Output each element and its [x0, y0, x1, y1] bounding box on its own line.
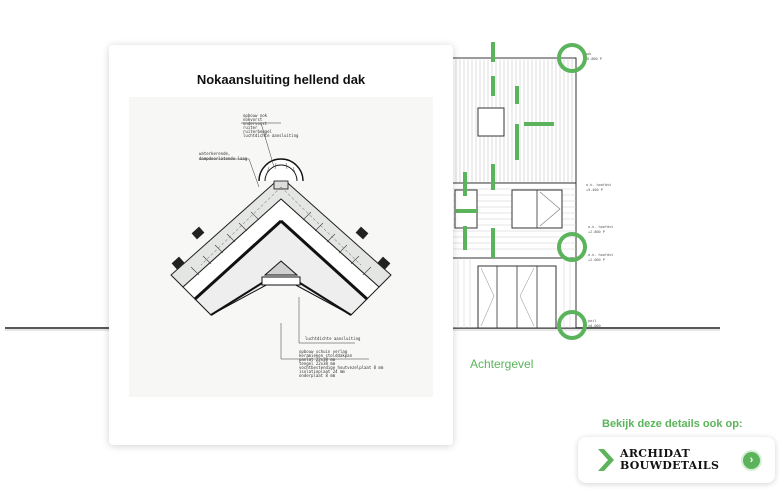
facade-caption: Achtergevel: [470, 357, 534, 371]
svg-text:o.k. hoofdst: o.k. hoofdst: [586, 183, 611, 187]
roof-ridge-detail-drawing: opbouw nok nokvorst ondervorst ruiter ru…: [129, 97, 433, 397]
label-ruiter: ruiter: [243, 125, 258, 130]
label-isolatieplaat: isolatieplaat 24 mm: [299, 369, 345, 374]
label-ruiterbeugel: ruiterbeugel: [243, 129, 272, 134]
label-keramieken: keramieken stolddakpan: [299, 353, 353, 358]
label-nokvorst: nokvorst: [243, 117, 263, 122]
svg-text:+8.800 P: +8.800 P: [585, 57, 602, 61]
archidat-logo-text: ARCHIDAT BOUWDETAILS: [620, 448, 719, 472]
label-panlat: panlat 22x38 mm: [299, 357, 336, 362]
svg-text:+2.600 P: +2.600 P: [588, 258, 605, 262]
svg-text:+5.400 P: +5.400 P: [586, 188, 603, 192]
label-luchtdichte-aansluiting: luchtdichte aansluiting: [305, 336, 361, 341]
label-houtvezelplaat: vochtbestendige houtvezelplaat 8 mm: [299, 365, 384, 370]
label-onderplaat: onderplaat 8 mm: [299, 373, 336, 378]
brand-line-1: ARCHIDAT: [620, 447, 691, 460]
svg-text:o.k. hoofdst: o.k. hoofdst: [588, 253, 613, 257]
promo-heading: Bekijk deze details ook op:: [602, 418, 743, 430]
label-tengel: tengel 22x38 mm: [299, 361, 336, 366]
archidat-link-card[interactable]: ARCHIDAT BOUWDETAILS ›: [578, 437, 775, 483]
label-opbouw-nok: opbouw nok: [243, 113, 268, 118]
svg-text:o.k. hoofdst: o.k. hoofdst: [588, 225, 613, 229]
svg-text:+2.800 P: +2.800 P: [588, 230, 605, 234]
svg-text:peil: peil: [588, 319, 596, 323]
svg-text:±0.000: ±0.000: [588, 324, 601, 328]
label-luchtdichte-aansluiting-top: luchtdichte aansluiting: [243, 133, 299, 138]
svg-text:nok: nok: [585, 52, 592, 56]
detail-title: Nokaansluiting hellend dak: [196, 72, 366, 87]
label-ondervorst: ondervorst: [243, 121, 268, 126]
label-dampdoorlatende-laag: dampdoorlatende laag: [199, 156, 248, 161]
detail-card[interactable]: Nokaansluiting hellend dak: [109, 45, 453, 445]
label-opbouw-schuin-verlag: opbouw schuin verlag: [299, 349, 348, 354]
arrow-right-icon[interactable]: ›: [743, 452, 760, 469]
label-waterkerende: waterkerende,: [199, 151, 230, 156]
brand-line-2: BOUWDETAILS: [620, 459, 720, 472]
archidat-chevron-logo-icon: [598, 449, 614, 471]
